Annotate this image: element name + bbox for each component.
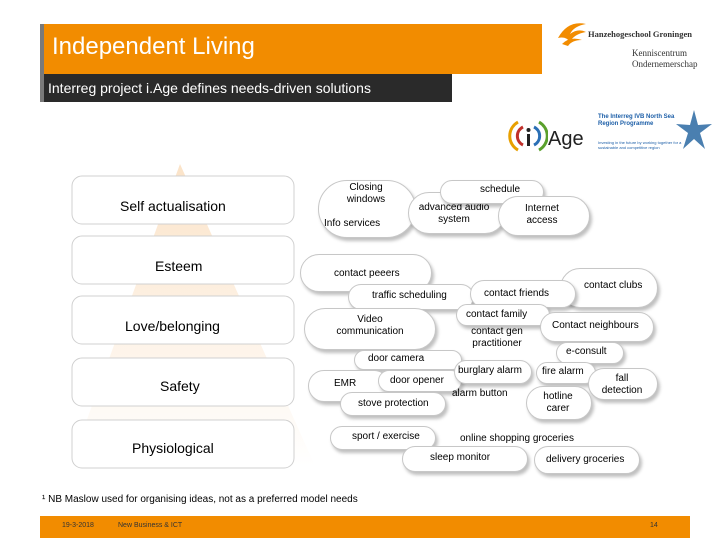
footer-department: New Business & ICT <box>118 522 183 529</box>
need-online-shopping: online shopping groceries <box>460 433 574 444</box>
program-title: The Interreg IVB North Sea Region Progra… <box>598 114 675 127</box>
need-contact-gen-practitioner: contact gen practitioner <box>471 326 523 349</box>
page-subtitle: Interreg project i.Age defines needs-dri… <box>48 80 371 96</box>
need-traffic-scheduling: traffic scheduling <box>372 290 447 301</box>
need-door-opener: door opener <box>390 375 444 386</box>
level-esteem: Esteem <box>155 258 203 274</box>
title-bar: Independent Living <box>44 24 542 74</box>
need-burglary-alarm: burglary alarm <box>458 365 522 376</box>
maslow-pyramid <box>70 164 315 469</box>
hanze-logo: Hanzehogeschool Groningen Kenniscentrum … <box>556 14 710 78</box>
need-contact-peers: contact peeers <box>334 268 400 279</box>
iage-signal-icon <box>508 120 548 152</box>
need-alarm-button: alarm button <box>452 388 508 399</box>
starfish-icon <box>676 110 712 149</box>
footnote: ¹ NB Maslow used for organising ideas, n… <box>42 494 358 505</box>
need-contact-neighbours: Contact neighbours <box>552 320 639 331</box>
need-closing-windows-bubble <box>318 180 416 238</box>
need-stove-protection: stove protection <box>358 398 429 409</box>
need-fall-detection-bubble <box>588 368 658 400</box>
need-closing-windows: Closing windows <box>346 182 386 205</box>
need-contact-clubs: contact clubs <box>584 280 643 291</box>
need-hotline-carer-bubble <box>526 386 592 420</box>
iage-logo: Age The Interreg IVB North Sea Region Pr… <box>504 108 714 162</box>
logo-line1: Kenniscentrum <box>632 48 687 58</box>
need-contact-family: contact family <box>466 309 528 320</box>
need-advanced-audio: advanced audio system <box>418 202 490 225</box>
need-fire-alarm: fire alarm <box>542 366 584 377</box>
level-safety: Safety <box>160 378 200 394</box>
need-sport-exercise: sport / exercise <box>352 431 420 442</box>
need-fall-detection: fall detection <box>601 373 643 396</box>
need-burglary-alarm-bubble <box>454 360 532 384</box>
level-physiological: Physiological <box>132 440 214 456</box>
need-stove-protection-bubble <box>340 392 446 416</box>
need-internet-access-bubble <box>498 196 590 236</box>
header-accent-stripe <box>40 24 44 102</box>
footer-date: 19-3-2018 <box>62 522 94 529</box>
need-contact-friends: contact friends <box>484 288 550 299</box>
need-video-communication: Video communication <box>336 314 404 337</box>
need-sport-exercise-bubble <box>330 426 436 450</box>
need-hotline-carer: hotline carer <box>543 391 573 414</box>
need-sleep-monitor: sleep monitor <box>430 452 491 463</box>
need-contact-clubs-bubble <box>560 268 658 308</box>
need-emr: EMR <box>334 378 357 389</box>
need-sleep-monitor-bubble <box>402 446 528 472</box>
logo-name: Hanzehogeschool Groningen <box>588 29 692 39</box>
page-title: Independent Living <box>52 33 255 60</box>
hanze-bird-icon <box>558 23 586 46</box>
footer-page-number: 14 <box>650 522 658 529</box>
logo-line2: Ondernemerschap <box>632 59 698 69</box>
need-internet-access: Internet access <box>525 203 559 226</box>
subtitle-bar: Interreg project i.Age defines needs-dri… <box>44 74 452 102</box>
need-e-consult: e-consult <box>566 346 607 357</box>
level-love-belonging: Love/belonging <box>125 318 220 334</box>
footer-bar: 19-3-2018 New Business & ICT 14 <box>40 516 690 538</box>
program-subtitle: Investing in the future by working toget… <box>598 140 682 150</box>
need-delivery-groceries: delivery groceries <box>546 454 625 465</box>
need-info-services: Info services <box>324 218 381 229</box>
level-self-actualisation: Self actualisation <box>120 198 226 214</box>
need-contact-neighbours-bubble <box>540 312 654 342</box>
need-delivery-groceries-bubble <box>534 446 640 474</box>
need-schedule: schedule <box>480 184 521 195</box>
need-door-camera: door camera <box>368 353 425 364</box>
iage-word: Age <box>548 128 584 150</box>
